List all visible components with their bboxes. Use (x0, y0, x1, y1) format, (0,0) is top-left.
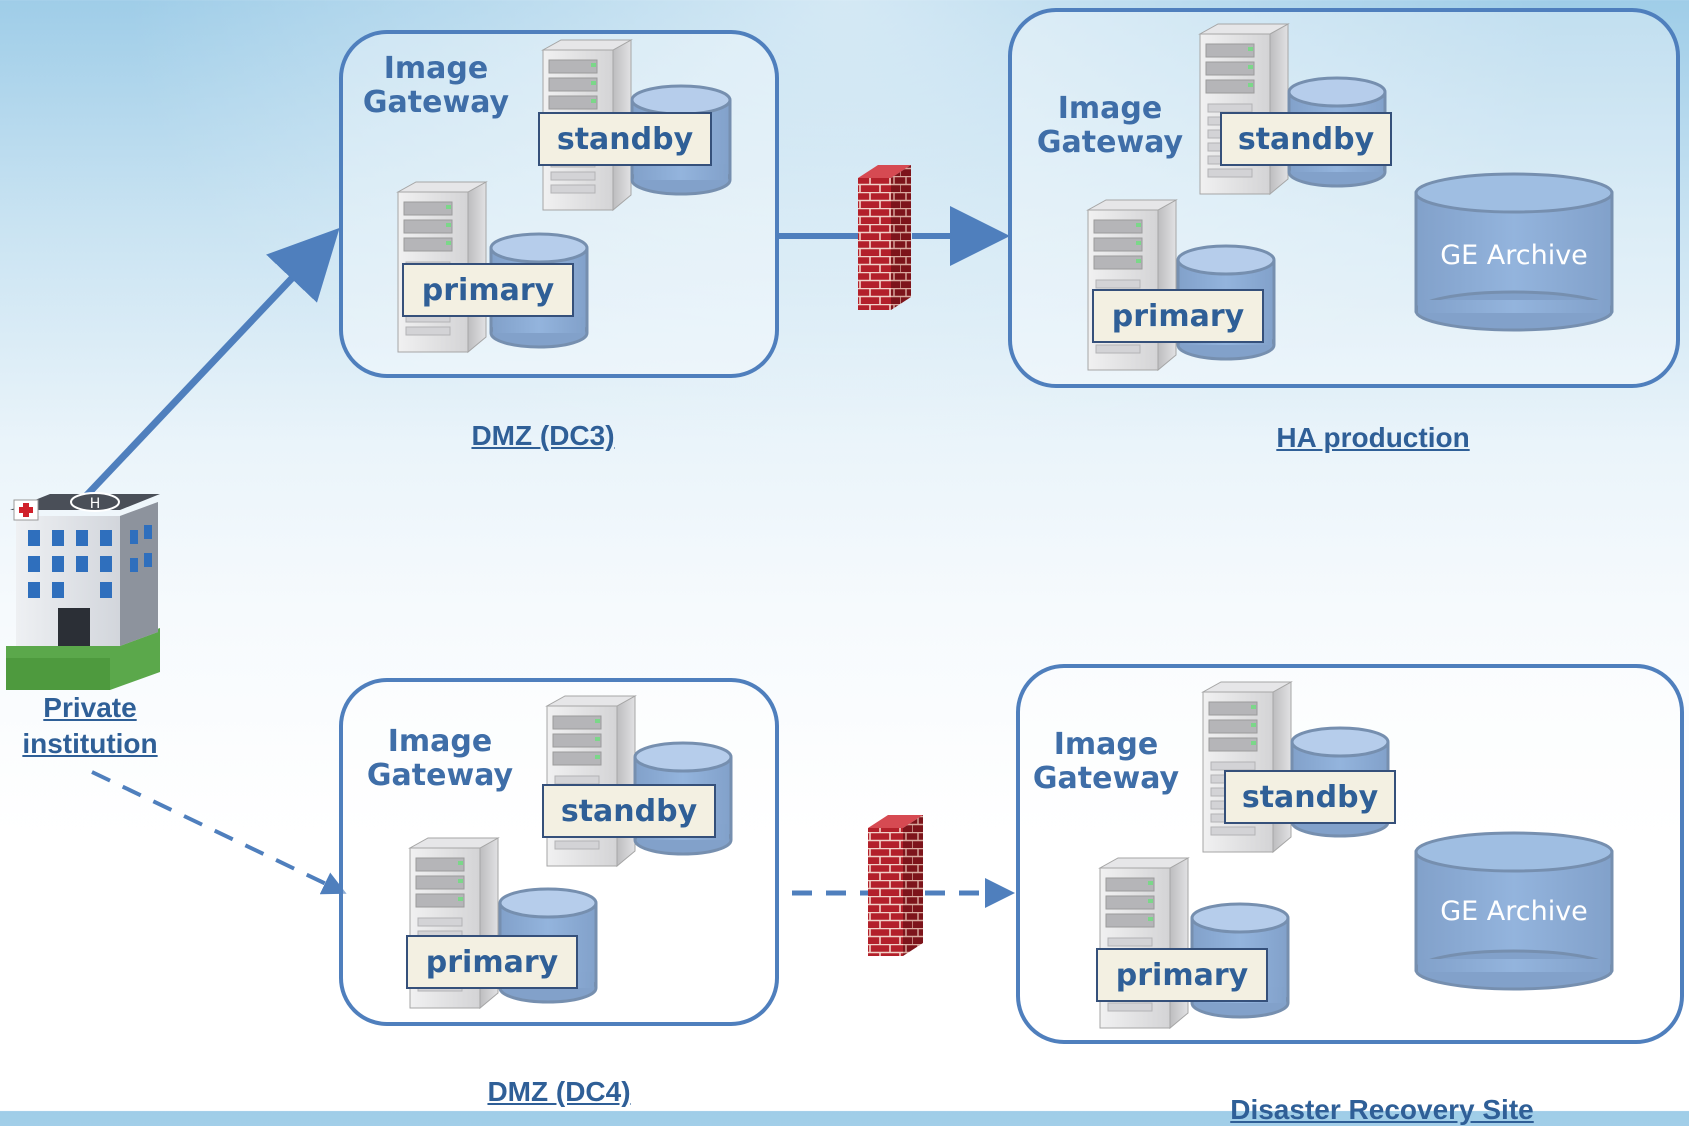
dc4-primary-tag: primary (406, 935, 578, 989)
dc3-standby-server-icon (541, 39, 633, 212)
ha-standby-tag: standby (1220, 112, 1392, 166)
ge-archive-cylinder-dr (1414, 831, 1614, 991)
svg-text:H: H (90, 496, 101, 512)
firewall-icon-bottom (868, 815, 923, 956)
dmz-dc4-caption: DMZ (DC4) (487, 1076, 631, 1107)
arrow-institution-to-dc4 (91, 770, 347, 895)
ha-primary-tag: primary (1092, 289, 1264, 343)
site-box-dmz-dc3 (339, 30, 779, 378)
dc3-primary-tag: primary (402, 263, 574, 317)
dr-site-caption: Disaster Recovery Site (1230, 1094, 1534, 1125)
dr-primary-tag: primary (1096, 948, 1268, 1002)
arrow-institution-to-dc3 (82, 227, 340, 500)
dc3-standby-tag: standby (538, 112, 712, 166)
dr-standby-tag: standby (1224, 770, 1396, 824)
dmz-dc3-caption: DMZ (DC3) (471, 420, 615, 451)
dc4-standby-tag: standby (542, 784, 716, 838)
firewall-icon-top (858, 165, 911, 310)
hospital-building-icon: H (6, 492, 160, 690)
ge-archive-cylinder-ha (1414, 172, 1614, 332)
dr-archive-label: GE Archive (1440, 896, 1588, 927)
ha-production-caption: HA production (1276, 422, 1470, 453)
ha-archive-label: GE Archive (1440, 240, 1588, 271)
